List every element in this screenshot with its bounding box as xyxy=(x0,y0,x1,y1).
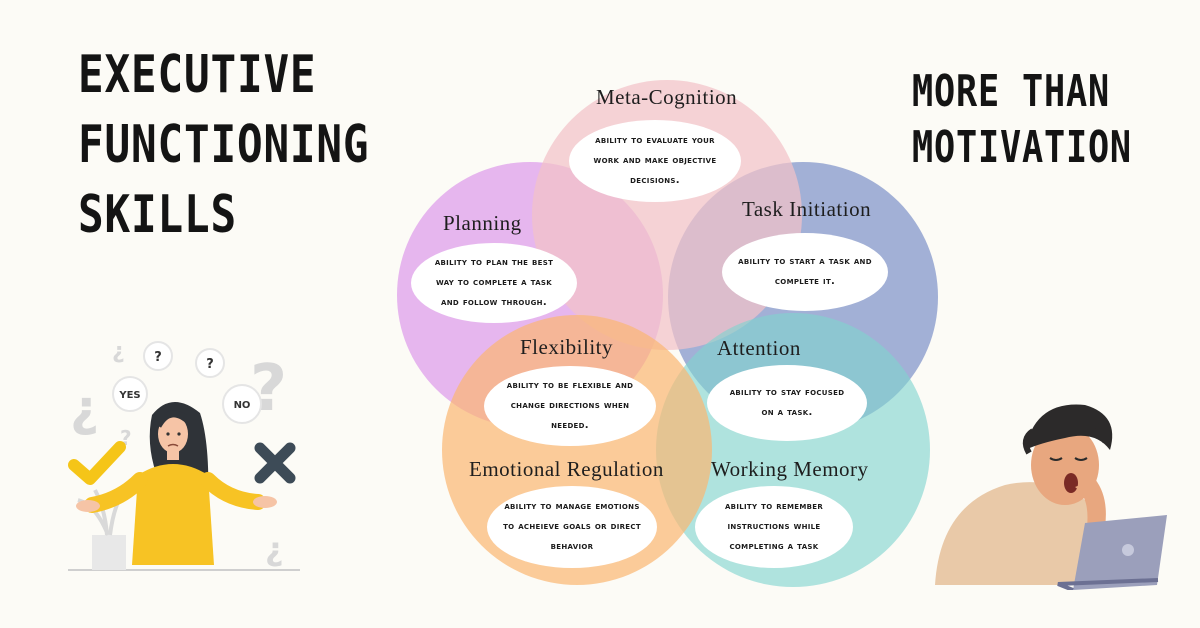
desc-attention: ability to stay focused on a task. xyxy=(707,365,867,441)
tired-man-illustration xyxy=(935,404,1167,590)
woman-face xyxy=(158,415,188,453)
desc-task-initiation: ability to start a task and complete it. xyxy=(722,233,888,311)
woman-fringe xyxy=(154,410,193,428)
desc-meta-cognition: ability to Evaluate your work and make o… xyxy=(569,120,741,202)
check-icon xyxy=(68,441,126,485)
woman-hand xyxy=(76,500,100,512)
desc-planning: ability to plan the best way to complete… xyxy=(411,243,577,323)
no-bubble xyxy=(222,384,262,424)
label-emotional-regulation: Emotional Regulation xyxy=(469,457,664,481)
tagline-line-1: more than xyxy=(912,66,1110,117)
label-meta-cognition: Meta-Cognition xyxy=(596,85,738,109)
woman-hand xyxy=(253,496,277,508)
title-line-1: Executive xyxy=(78,45,317,105)
laptop-logo xyxy=(1122,544,1134,556)
label-working-memory: Working Memory xyxy=(711,457,869,481)
tagline: more than motivation xyxy=(912,64,1132,176)
label-task-initiation: Task Initiation xyxy=(742,197,872,221)
plant-pot xyxy=(92,535,126,570)
label-flexibility: Flexibility xyxy=(520,335,614,359)
question-bubble xyxy=(195,348,225,378)
yes-bubble xyxy=(112,376,148,412)
main-title: Executive Functioning Skills xyxy=(78,40,369,250)
yes-bubble-text: YES xyxy=(118,390,140,401)
man-shirt xyxy=(935,482,1105,585)
question-mark-icon: ? xyxy=(120,426,132,450)
inverted-question-icon: ¿ xyxy=(265,530,284,568)
question-bubble-text: ? xyxy=(154,350,162,365)
label-planning: Planning xyxy=(443,211,522,235)
woman-sweater xyxy=(132,464,214,565)
desc-working-memory: ability to remember instructions while c… xyxy=(695,486,853,568)
desc-flexibility: ability to be flexible and change direct… xyxy=(484,366,656,446)
cross-icon xyxy=(254,442,296,484)
title-line-3: Skills xyxy=(78,185,237,245)
inverted-question-icon: ¿ xyxy=(70,379,99,437)
question-bubble xyxy=(143,341,173,371)
confused-woman-illustration: ? ¿ ¿ ¿ ? YES NO ? ? xyxy=(68,339,300,571)
no-bubble-text: NO xyxy=(234,400,251,411)
man-hair xyxy=(1025,404,1113,450)
title-line-2: Functioning xyxy=(78,115,370,175)
man-hand xyxy=(1075,479,1106,527)
tagline-line-2: motivation xyxy=(912,122,1132,173)
question-bubble-text: ? xyxy=(206,357,214,372)
inverted-question-icon: ¿ xyxy=(112,339,125,364)
desc-emotional-regulation: ability to manage emotions to acheieve g… xyxy=(487,486,657,568)
laptop-icon xyxy=(1073,515,1167,590)
man-mouth xyxy=(1064,473,1078,493)
label-attention: Attention xyxy=(717,336,801,360)
